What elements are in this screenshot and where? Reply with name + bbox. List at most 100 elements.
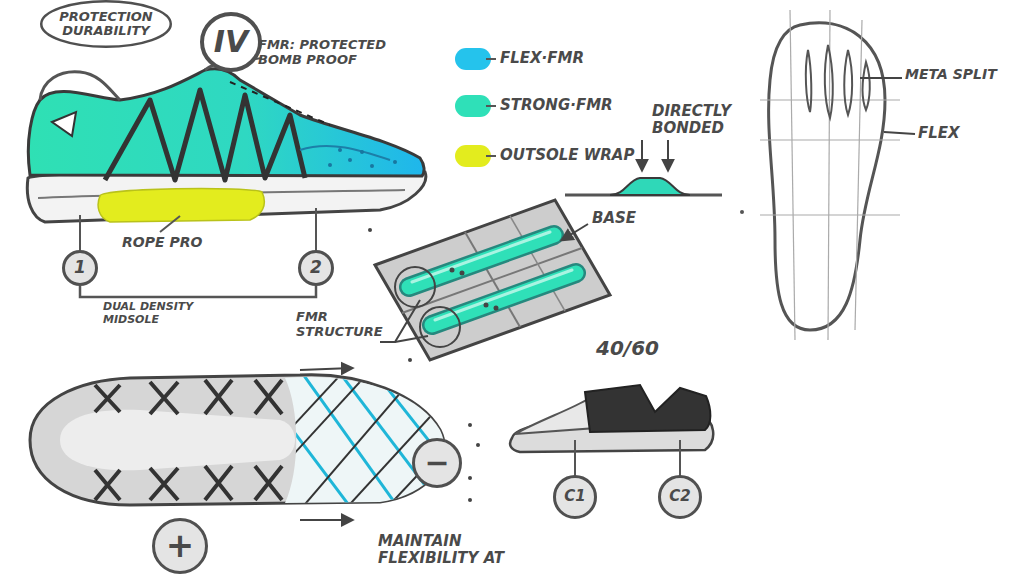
fmr-grid-stroke <box>450 268 455 273</box>
bottom-view <box>30 360 480 520</box>
small-shoe-stroke <box>574 440 576 476</box>
bottom-view-stroke <box>270 360 460 520</box>
ratio-note: 40/60 <box>596 337 686 360</box>
sole-outline-stroke <box>844 50 852 115</box>
legend-dash <box>486 58 496 60</box>
part-name: ROPE PRO <box>122 234 232 250</box>
fmr-grid-stroke <box>368 228 372 232</box>
node-content: 2 <box>298 250 334 286</box>
version-circle: IV <box>200 12 262 72</box>
small-shoe-stroke <box>515 398 596 434</box>
legend-dash <box>486 105 496 107</box>
fmr-grid-stroke <box>435 270 572 320</box>
side-shoe-stroke <box>338 148 342 152</box>
side-shoe-stroke <box>328 163 332 167</box>
side-shoe-stroke <box>98 189 264 222</box>
node-text: IV <box>214 26 248 58</box>
callout-circle-shape <box>300 252 333 285</box>
callout-circle: 2 <box>298 250 334 286</box>
small-shoe-stroke <box>585 385 710 432</box>
callout-circle-shape <box>64 252 97 285</box>
bottom-view-stroke <box>270 360 380 480</box>
node-text: PROTECTION DURABILITY <box>48 10 164 37</box>
sole-outline-stroke <box>769 23 885 330</box>
callout-note: MAINTAIN FLEXIBILITY AT <box>378 533 528 568</box>
bottom-view-stroke <box>95 380 282 414</box>
minus-circle: − <box>412 438 462 488</box>
bottom-view-stroke <box>468 476 472 480</box>
side-shoe-stroke <box>348 158 352 162</box>
side-shoe-stroke <box>315 208 317 252</box>
small-shoe <box>510 385 713 476</box>
bottom-view-stroke <box>95 466 282 500</box>
node-content: PROTECTION DURABILITY <box>40 0 172 48</box>
plus-circle: + <box>152 518 208 574</box>
theme-ellipse-shape <box>41 1 171 47</box>
node-text: 1 <box>74 259 86 277</box>
side-shoe-stroke <box>360 150 364 154</box>
bottom-view-stroke <box>300 370 400 510</box>
callout-circle-shape <box>555 477 596 518</box>
callout-note: FMR: PROTECTED BOMB PROOF <box>258 38 398 68</box>
sole-outline-stroke <box>828 10 830 340</box>
callout-note: DIRECTLY BONDED <box>652 103 752 138</box>
fmr-grid-stroke <box>432 273 576 325</box>
node-text: 2 <box>310 259 322 277</box>
side-shoe <box>27 58 425 252</box>
sole-outline-stroke <box>790 10 795 340</box>
node-content: IV <box>200 12 262 72</box>
edge-label: DUAL DENSITY MIDSOLE <box>103 301 213 326</box>
fmr-grid-stroke <box>562 224 588 240</box>
fmr-grid-stroke <box>412 232 550 282</box>
version-circle-shape <box>202 14 260 70</box>
legend-text: STRONG·FMR <box>500 97 613 114</box>
bottom-view-stroke <box>380 430 460 515</box>
part-name: META SPLIT <box>905 66 1020 82</box>
side-shoe-stroke <box>300 146 390 160</box>
sole-outline-stroke <box>825 45 833 118</box>
fmr-grid-stroke <box>432 273 576 325</box>
fmr-grid-stroke <box>395 336 428 342</box>
bottom-view-stroke <box>60 410 295 471</box>
node-content: C1 <box>553 475 597 519</box>
fmr-grid-stroke <box>460 271 465 276</box>
sole-outline-stroke <box>760 139 900 140</box>
node-content: C2 <box>658 475 702 519</box>
fmr-grid-stroke <box>408 358 412 362</box>
bond-detail-stroke <box>740 210 744 214</box>
sole-outline-stroke <box>760 214 900 215</box>
bottom-view-stroke <box>300 370 420 510</box>
fmr-grid-stroke <box>494 306 499 311</box>
node-text: + <box>166 528 195 564</box>
fmr-grid <box>368 200 610 362</box>
side-shoe-stroke <box>370 164 374 168</box>
sole-outline-stroke <box>855 20 862 330</box>
bottom-view-stroke <box>468 498 472 502</box>
side-shoe-stroke <box>230 82 330 125</box>
node-text: C1 <box>564 489 585 505</box>
part-name: BASE <box>592 210 662 227</box>
part-name: FMR STRUCTURE <box>296 310 392 340</box>
side-shoe-stroke <box>52 112 76 136</box>
callout-circle-shape <box>660 477 701 518</box>
fmr-grid-stroke <box>395 267 435 307</box>
legend-text: OUTSOLE WRAP <box>500 147 634 164</box>
plus-circle-shape <box>154 520 207 573</box>
legend-dash <box>486 155 496 157</box>
bottom-view-stroke <box>340 395 450 515</box>
fmr-grid-stroke <box>420 307 460 347</box>
small-shoe-stroke <box>679 440 681 476</box>
sole-outline-stroke <box>863 62 870 110</box>
side-shoe-stroke <box>393 160 397 164</box>
fmr-grid-stroke <box>375 200 610 360</box>
side-shoe-stroke <box>28 69 424 176</box>
bottom-view-stroke <box>280 370 345 440</box>
node-content: + <box>152 518 208 574</box>
fmr-grid-stroke <box>484 303 489 308</box>
fmr-grid-stroke <box>380 300 420 342</box>
node-content: 1 <box>62 250 98 286</box>
node-text: − <box>424 447 449 479</box>
callout-circle: 1 <box>62 250 98 286</box>
